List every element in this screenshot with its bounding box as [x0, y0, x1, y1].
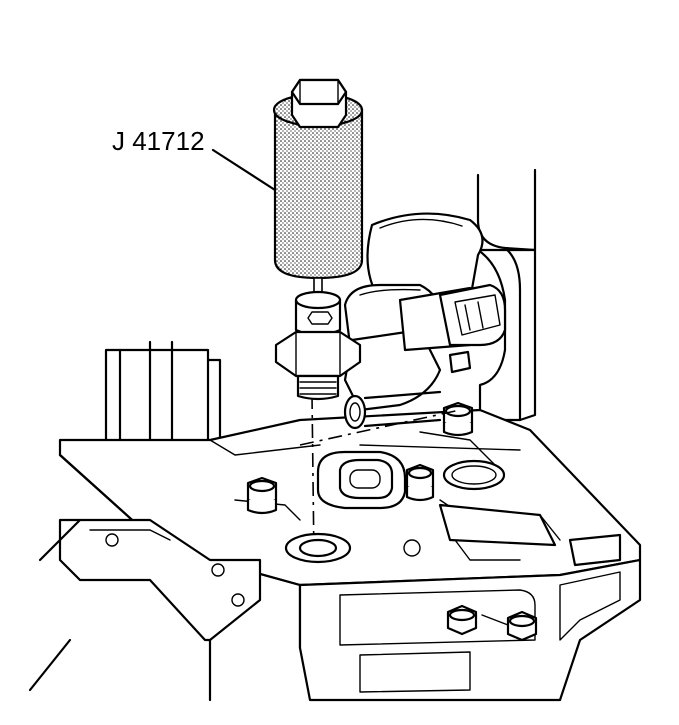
elbow-housing: [343, 283, 507, 430]
harness-connector: [316, 450, 407, 510]
front-bolt-left: [446, 604, 478, 636]
tool-callout-label: J 41712: [112, 126, 205, 156]
deck-bolt-right: [442, 401, 474, 437]
oval-seal: [442, 459, 506, 491]
pipe-centerline: [299, 409, 461, 446]
installation-centerline: [311, 394, 315, 561]
deck-bolt-left: [246, 476, 278, 515]
temperature-sensor: [274, 290, 362, 401]
socket-tool: [272, 78, 364, 297]
front-bolt-right: [481, 610, 538, 642]
sensor-port: [284, 532, 352, 564]
deck-bolt-center: [405, 463, 435, 502]
callout-leader-line: [211, 148, 277, 192]
